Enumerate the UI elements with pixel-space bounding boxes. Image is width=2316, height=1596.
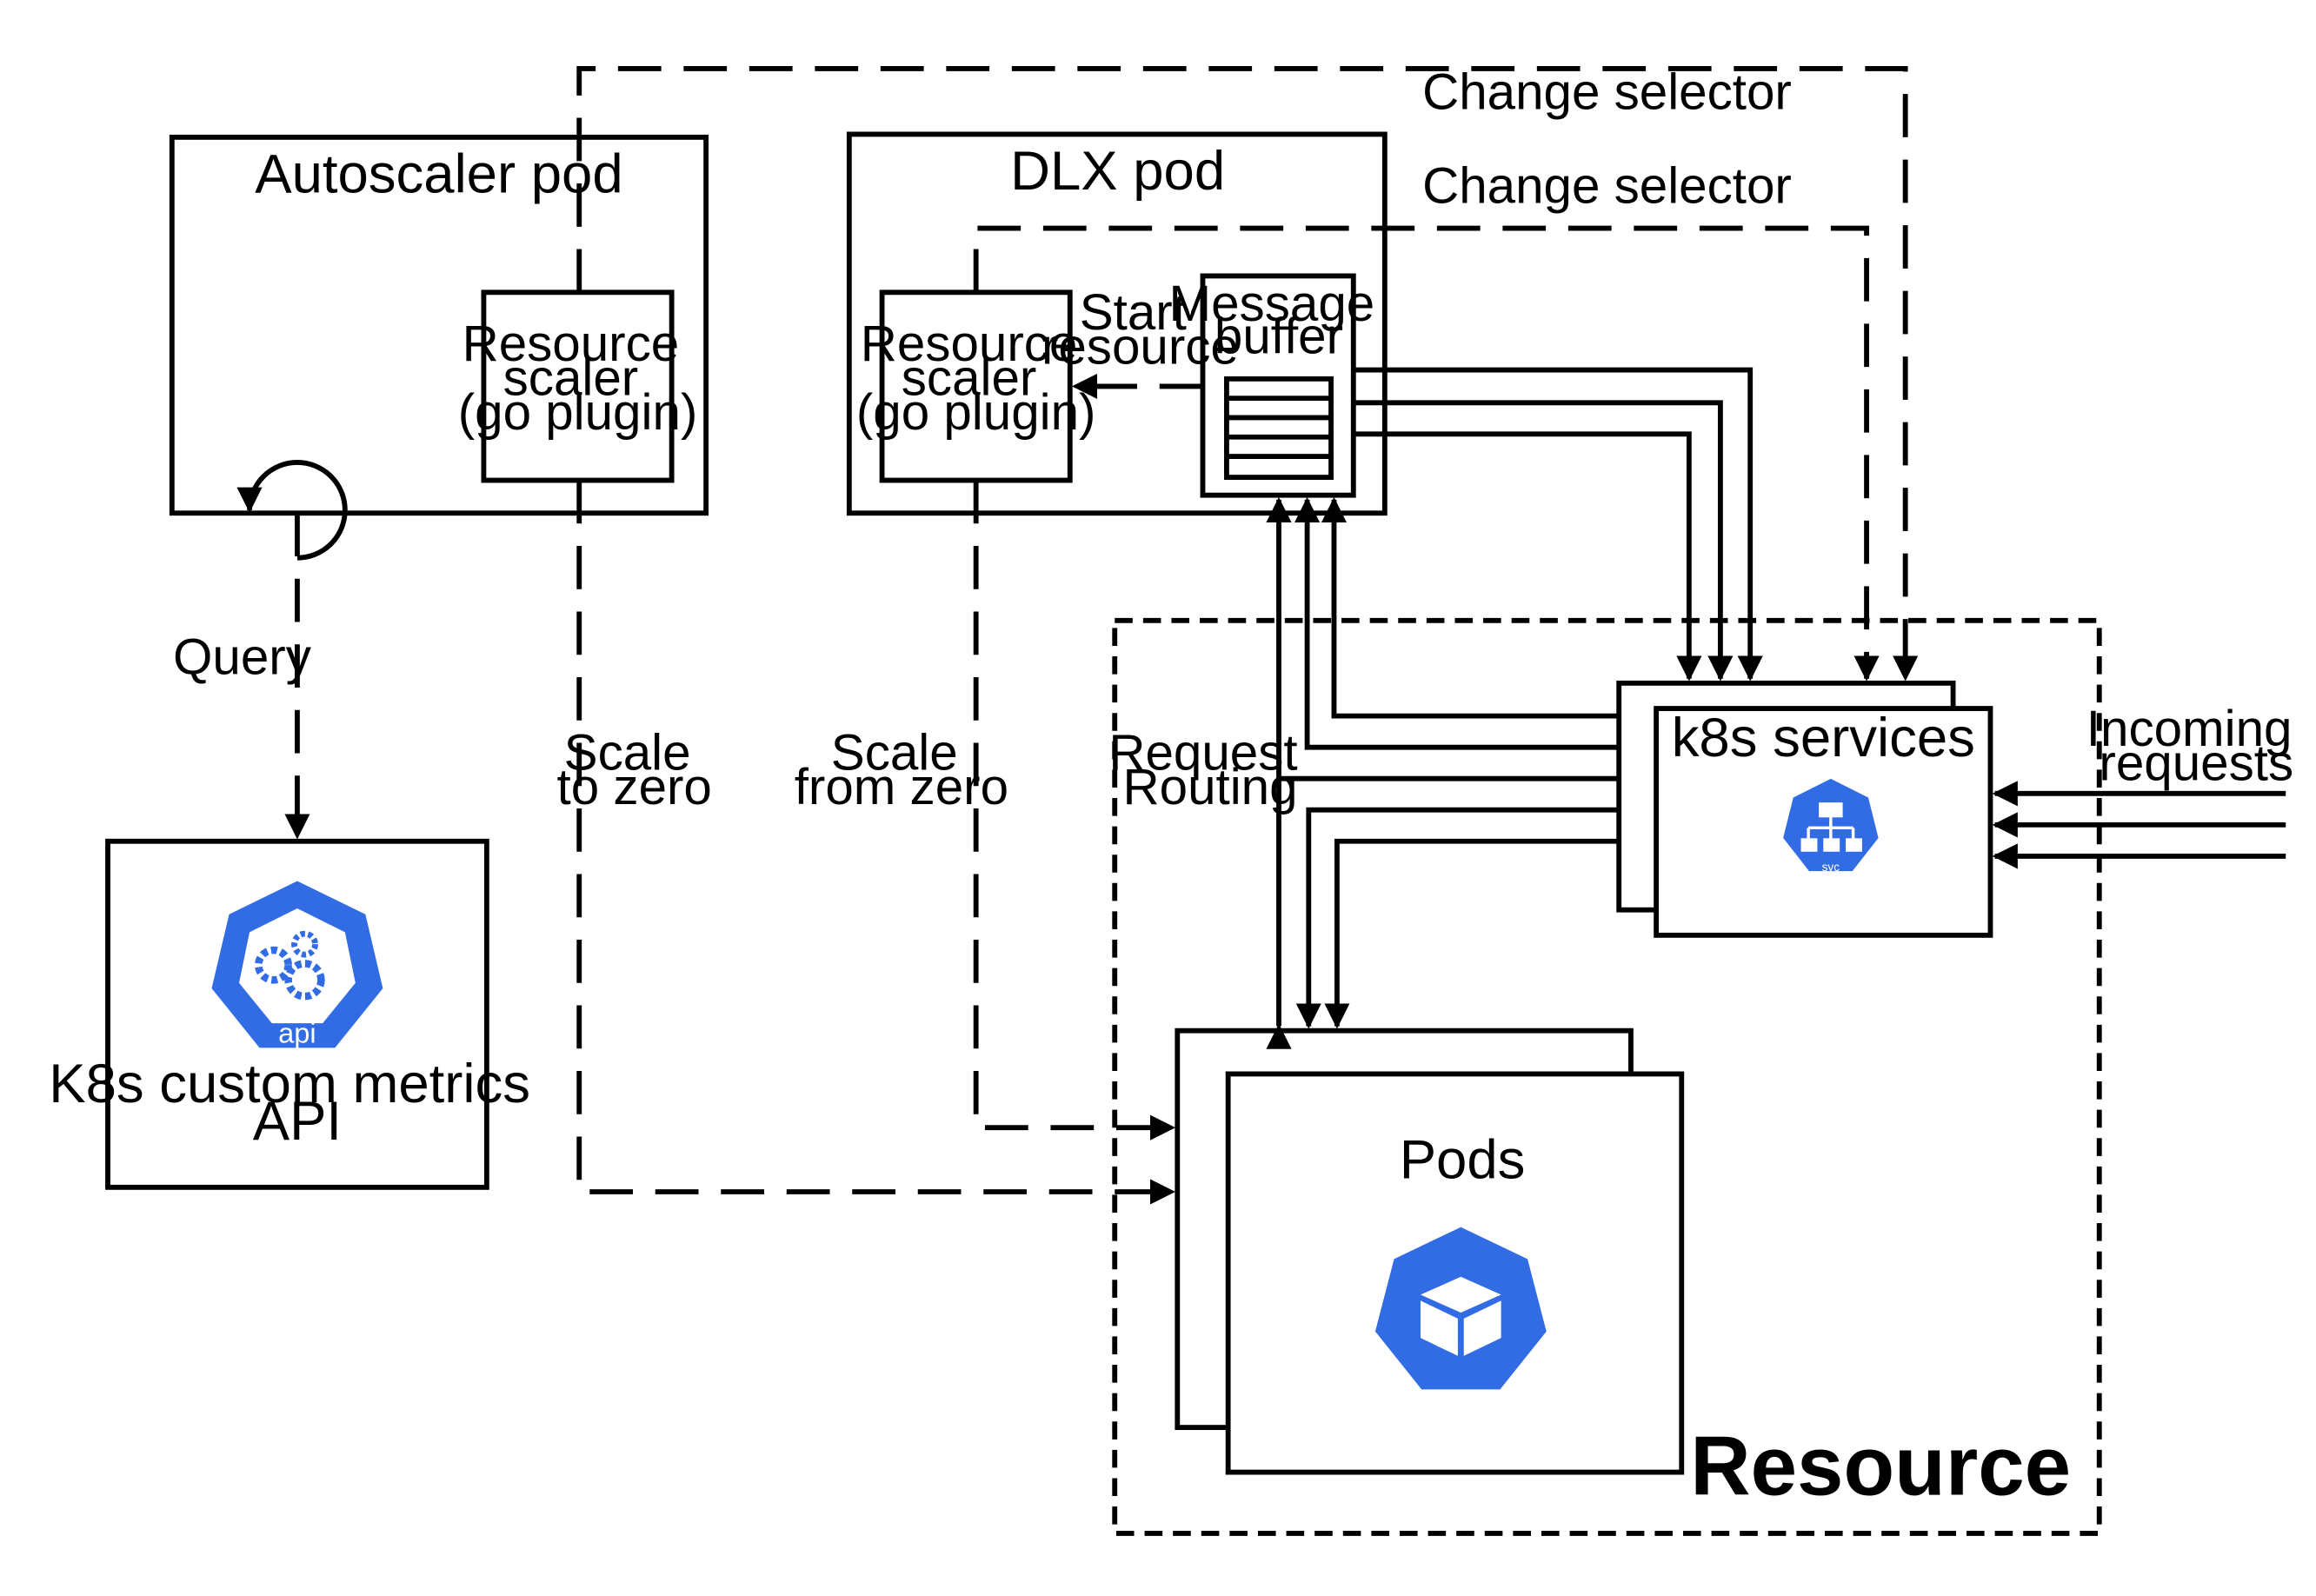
edge-change-selector-inner [973, 225, 1880, 682]
edge-label-change-selector-inner: Change selector [1422, 157, 1792, 214]
edge-services-to-pods-1 [1295, 807, 1620, 1029]
edge-label-start-resource: Start resource [1042, 284, 1239, 375]
autoscaler-resource-scaler-box [481, 289, 675, 483]
edge-buffer-to-services-1 [1353, 367, 1763, 682]
message-buffer-label: Message buffer [1169, 276, 1389, 365]
edge-services-to-pods-2 [1324, 838, 1620, 1029]
edge-services-to-buffer-1 [1321, 496, 1620, 719]
autoscaler-resource-scaler-label: Resource scaler (go plugin) [458, 316, 698, 441]
pod-icon [1370, 1221, 1552, 1394]
service-icon-label: svc [1822, 861, 1840, 874]
edge-label-change-selector-outer: Change selector [1422, 63, 1792, 120]
resource-region [1112, 617, 2102, 1536]
polling-loop-icon [236, 460, 348, 561]
message-queue-icon [1224, 376, 1334, 481]
metrics-api-icon: api [206, 875, 388, 1053]
dlx-resource-scaler-box [879, 289, 1073, 483]
edge-buffer-to-services-2 [1353, 400, 1734, 682]
edge-scale-from-zero [973, 480, 1176, 1140]
edge-label-incoming-requests: Incoming requests [2086, 701, 2306, 791]
edge-change-selector-outer [576, 66, 1919, 682]
services-title: k8s services [1672, 708, 1975, 768]
edge-services-to-buffer-2 [1294, 496, 1620, 750]
dlx-resource-scaler-label: Resource scaler (go plugin) [856, 316, 1096, 441]
edge-label-request-routing: Request Routing [1108, 724, 1311, 815]
dlx-pod-title: DLX pod [1010, 141, 1225, 202]
resource-title: Resource [1690, 1420, 2071, 1513]
edge-label-query: Query [173, 629, 312, 686]
edge-label-scale-to-zero: Scale to zero [557, 724, 712, 815]
edge-buffer-to-services-3 [1353, 431, 1702, 682]
pods-title: Pods [1400, 1130, 1526, 1191]
edge-label-scale-from-zero: Scale from zero [795, 724, 1008, 815]
metrics-api-label: K8s custom metrics API [49, 1054, 545, 1152]
metrics-api-icon-label: api [278, 1016, 316, 1048]
edge-scale-to-zero [576, 480, 1176, 1205]
autoscaler-pod-title: Autoscaler pod [255, 143, 622, 204]
service-icon: svc [1780, 775, 1882, 874]
